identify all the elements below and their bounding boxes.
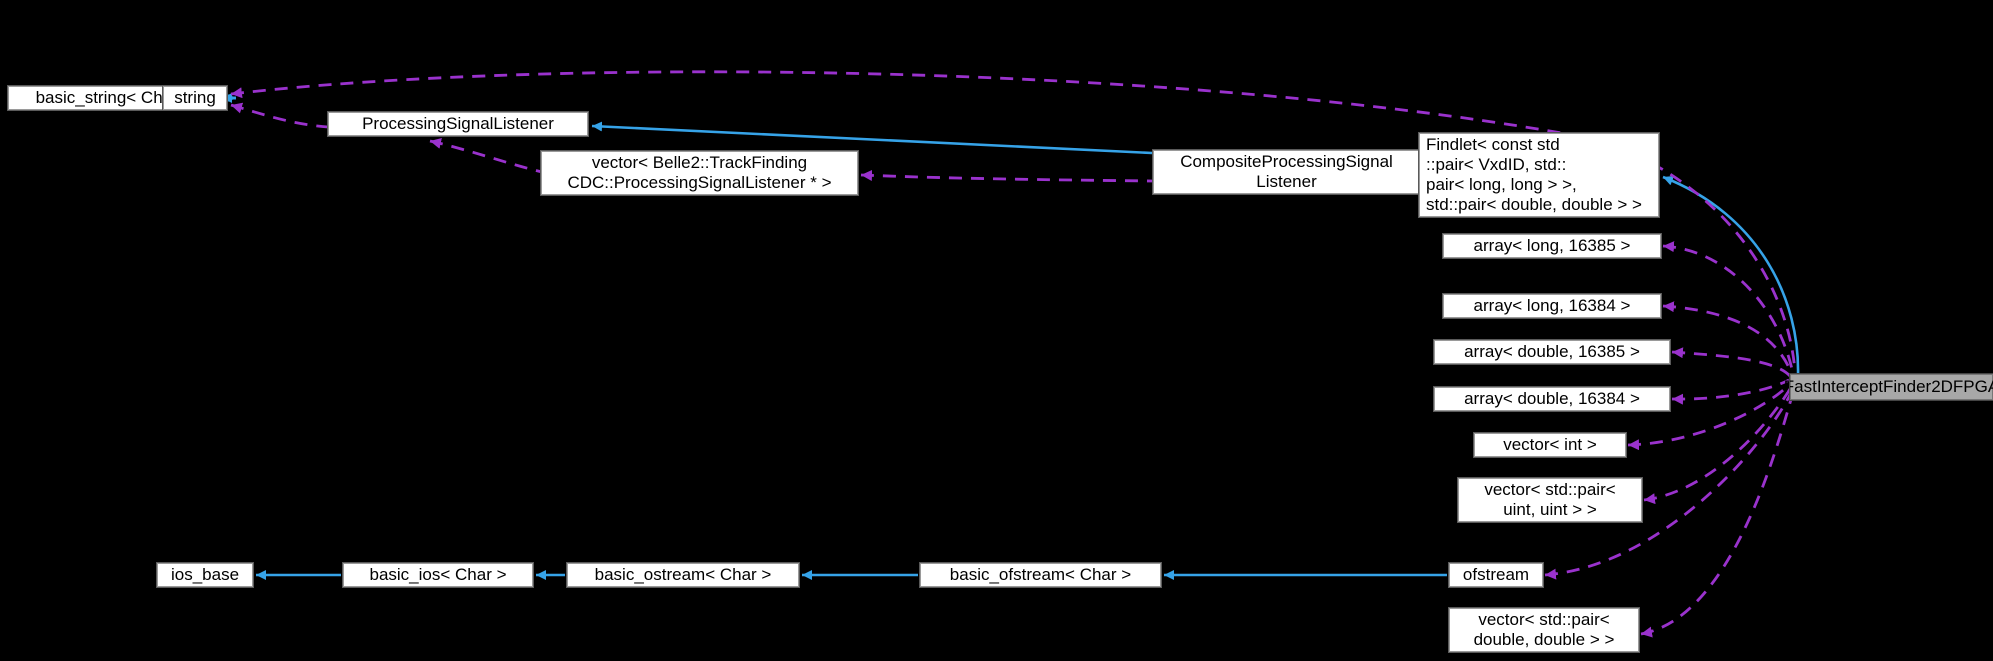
node-label: FastInterceptFinder2DFPGA [1783, 377, 1993, 396]
node-array-long-16384[interactable]: array< long, 16384 > [1442, 293, 1662, 319]
node-label: basic_ios< Char > [369, 565, 507, 584]
node-vector-pair-uint[interactable]: vector< std::pair< uint, uint > > [1457, 477, 1643, 523]
node-label: string [174, 88, 216, 107]
node-label: basic_ofstream< Char > [949, 565, 1132, 584]
node-findlet[interactable]: Findlet< const std ::pair< VxdID, std:: … [1418, 132, 1660, 218]
node-label: ofstream [1462, 565, 1530, 584]
node-ios-base[interactable]: ios_base [156, 562, 254, 588]
node-label: vector< std::pair< uint, uint > > [1484, 480, 1616, 519]
node-ofstream[interactable]: ofstream [1448, 562, 1544, 588]
node-composite-processing-signal-listener[interactable]: CompositeProcessingSignal Listener [1152, 149, 1421, 195]
node-basic-ofstream[interactable]: basic_ofstream< Char > [919, 562, 1162, 588]
node-string[interactable]: string [162, 85, 228, 111]
node-processing-signal-listener[interactable]: ProcessingSignalListener [327, 111, 589, 137]
node-label: ios_base [170, 565, 240, 584]
node-label: Findlet< const std ::pair< VxdID, std:: … [1426, 135, 1642, 214]
node-basic-ios[interactable]: basic_ios< Char > [342, 562, 534, 588]
node-array-double-16384[interactable]: array< double, 16384 > [1433, 386, 1671, 412]
node-label: array< double, 16385 > [1464, 342, 1640, 361]
node-label: ProcessingSignalListener [362, 114, 554, 133]
node-basic-ostream[interactable]: basic_ostream< Char > [566, 562, 800, 588]
node-array-double-16385[interactable]: array< double, 16385 > [1433, 339, 1671, 365]
node-label: array< double, 16384 > [1464, 389, 1640, 408]
node-label: vector< int > [1503, 435, 1597, 454]
node-fast-intercept-finder-2d-fpga[interactable]: FastInterceptFinder2DFPGA [1784, 373, 1993, 401]
node-vector-processing-signal-listener-ptr[interactable]: vector< Belle2::TrackFinding CDC::Proces… [540, 150, 859, 196]
node-label: CompositeProcessingSignal Listener [1180, 152, 1393, 191]
node-label: basic_ostream< Char > [594, 565, 772, 584]
node-vector-pair-double[interactable]: vector< std::pair< double, double > > [1448, 607, 1640, 653]
node-label: array< long, 16385 > [1473, 236, 1631, 255]
node-label: array< long, 16384 > [1473, 296, 1631, 315]
node-label: vector< Belle2::TrackFinding CDC::Proces… [567, 153, 832, 192]
node-label: vector< std::pair< double, double > > [1473, 610, 1615, 649]
node-array-long-16385[interactable]: array< long, 16385 > [1442, 233, 1662, 259]
node-vector-int[interactable]: vector< int > [1473, 432, 1627, 458]
